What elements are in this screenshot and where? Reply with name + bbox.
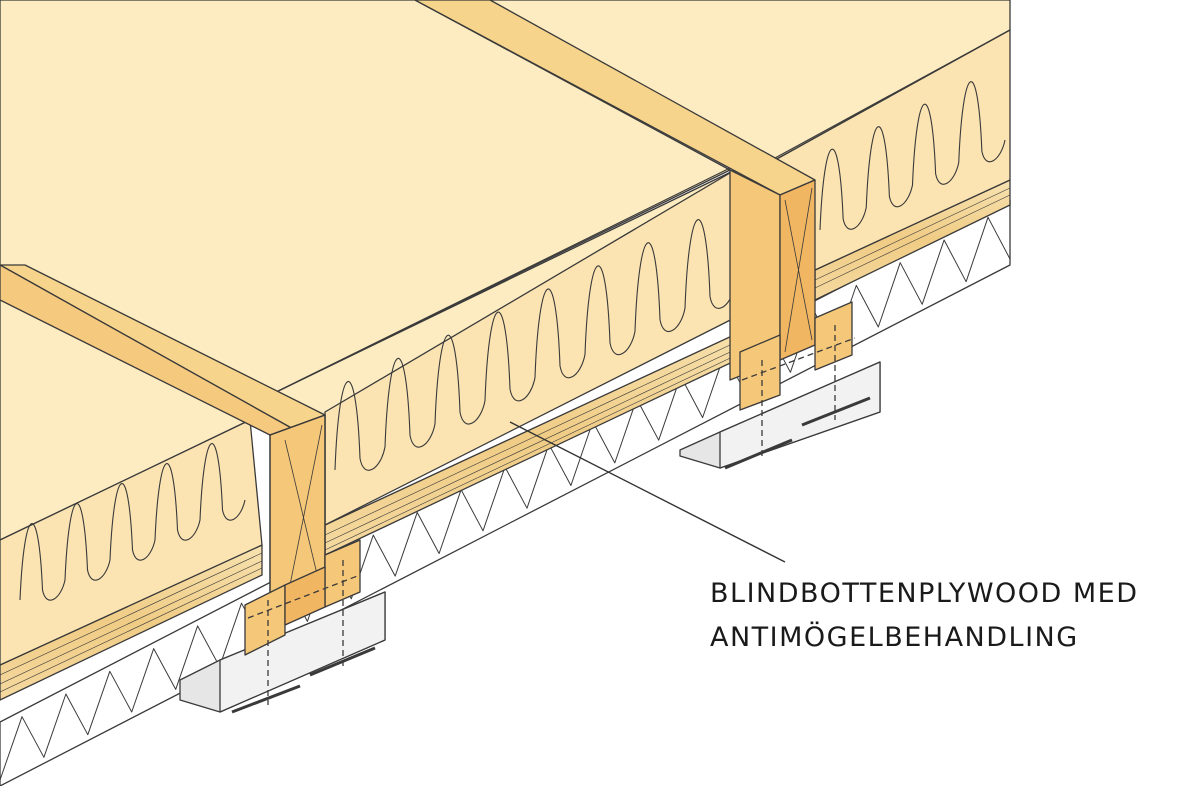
insulation-batt-middle xyxy=(0,0,761,526)
support-block-left xyxy=(179,591,386,713)
callout-label-line-1: BLINDBOTTENPLYWOOD MED xyxy=(710,578,1139,609)
callout-leader-line xyxy=(509,421,786,563)
nailer-left xyxy=(231,539,376,714)
callout-label-line-2: ANTIMÖGELBEHANDLING xyxy=(710,622,1079,653)
joist-left xyxy=(0,264,326,626)
joist-right xyxy=(414,0,816,381)
nailer-right xyxy=(724,301,871,470)
support-block-right xyxy=(679,361,881,469)
